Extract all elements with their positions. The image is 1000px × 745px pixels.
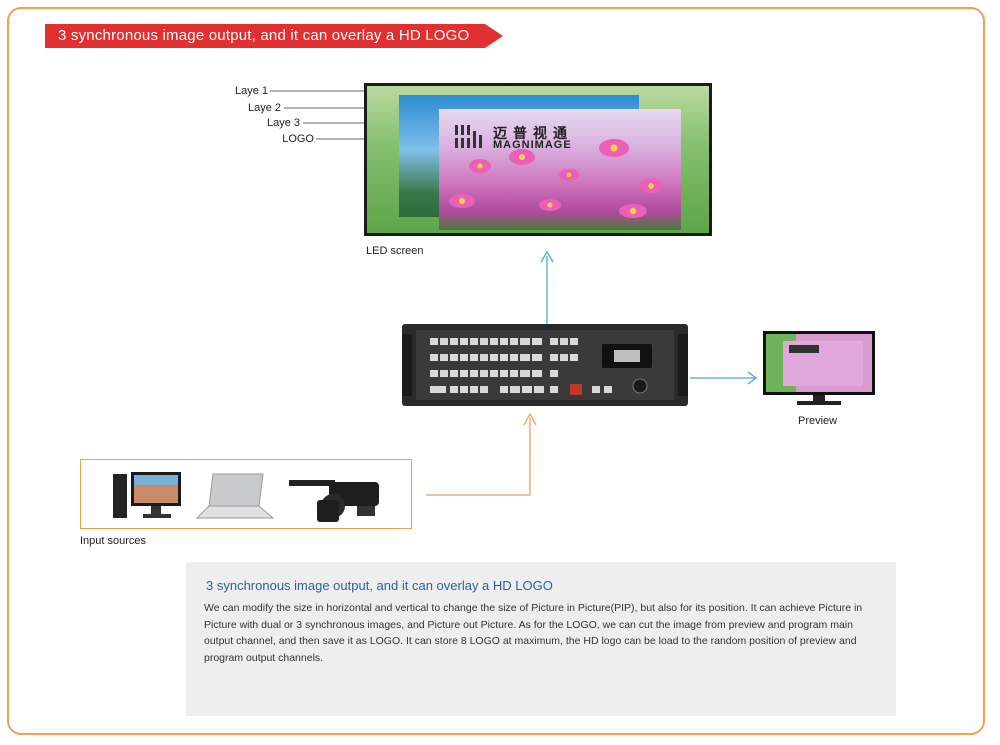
description-panel: 3 synchronous image output, and it can o… [186,562,896,716]
flower-image [469,159,491,173]
flower-image [509,149,535,165]
logo-mark-icon [455,125,482,148]
title-banner [45,24,503,48]
preview-monitor [763,331,875,405]
video-camera-icon [289,480,379,522]
flower-image [619,204,647,218]
video-processor-device [402,324,688,406]
flower-image [639,179,663,193]
flower-image [449,194,475,208]
layer-3-label: Laye 3 [266,117,300,129]
magnimage-logo: 迈普视通 MAGNIMAGE [453,119,587,155]
logo-english-text: MAGNIMAGE [493,139,572,151]
layer-1-image: 迈普视通 MAGNIMAGE [367,86,709,233]
led-screen-label: LED screen [366,245,424,257]
led-screen: 迈普视通 MAGNIMAGE [364,83,712,236]
layer-2-label: Laye 2 [247,102,281,114]
panel-body: We can modify the size in horizontal and… [204,602,863,664]
panel-title: 3 synchronous image output, and it can o… [206,578,553,593]
preview-label: Preview [798,415,838,427]
layer-1-label: Laye 1 [234,85,268,97]
flower-image [539,199,561,211]
logo-chinese-text: 迈普视通 [493,125,573,141]
layer-3-image [439,109,681,230]
flower-image [599,139,629,157]
outer-frame [7,7,985,735]
laptop-icon [195,473,275,519]
flower-image [559,169,579,181]
banner-title: 3 synchronous image output, and it can o… [58,27,470,44]
desktop-computer-icon [113,472,181,518]
input-sources-box [80,459,412,529]
logo-layer-label: LOGO [282,133,314,145]
input-sources-label: Input sources [80,535,147,547]
